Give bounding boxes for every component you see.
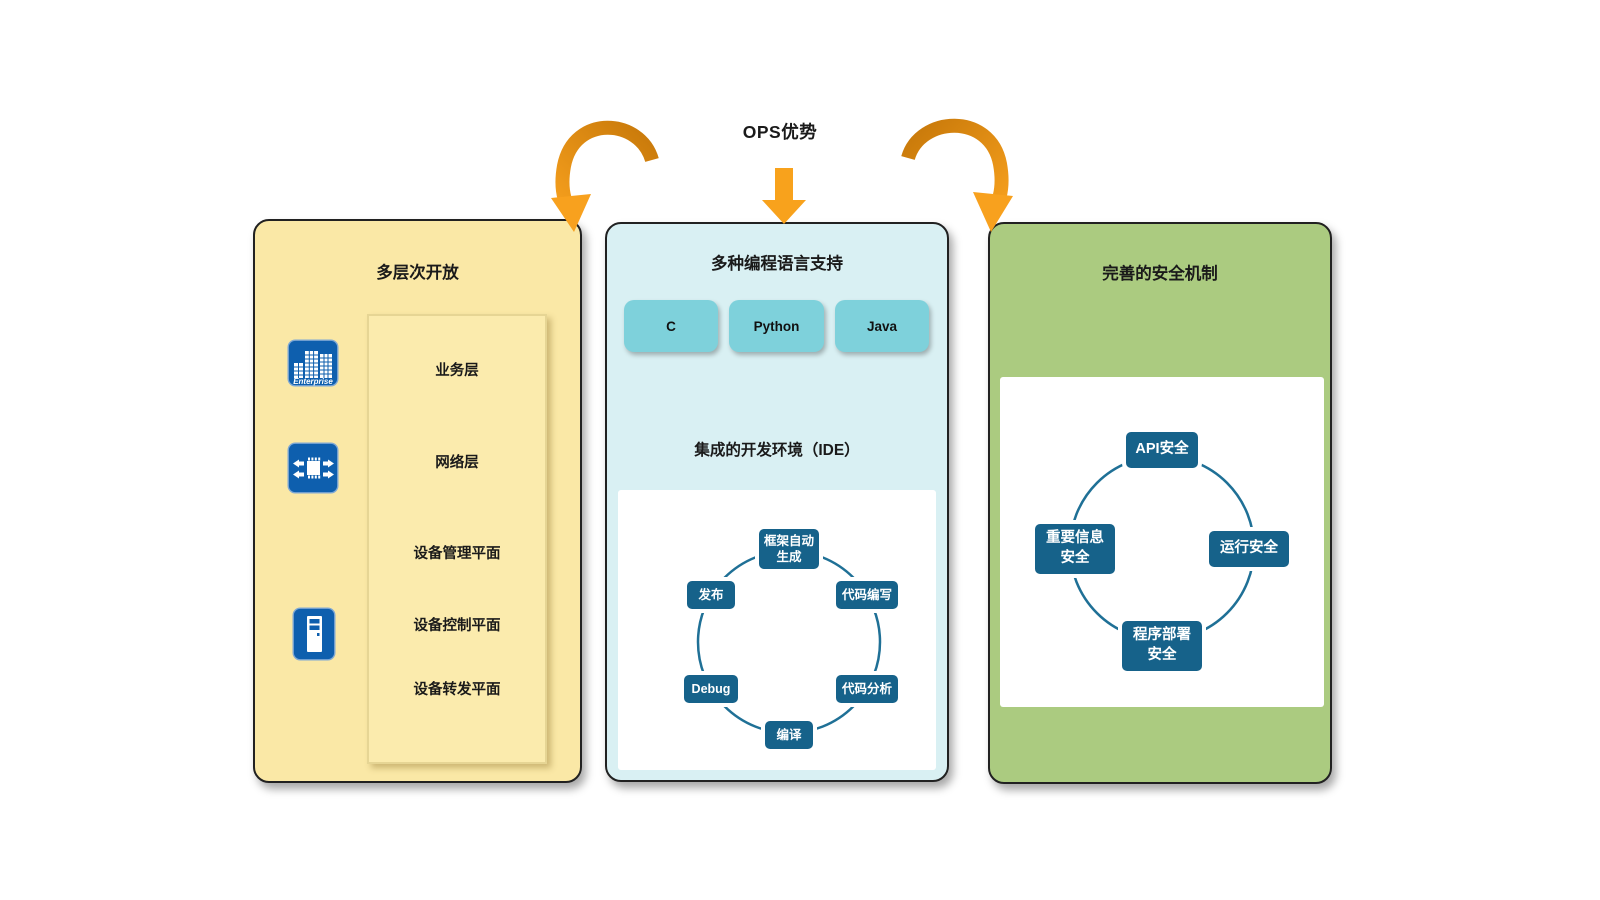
server-icon bbox=[292, 607, 336, 666]
curved-arrow-left-icon bbox=[551, 120, 659, 232]
layer-business: 业务层 bbox=[435, 363, 479, 379]
ide-node-code-analysis: 代码分析 bbox=[832, 671, 902, 707]
panel-open-title: 多层次开放 bbox=[376, 264, 459, 282]
down-arrow-icon bbox=[762, 168, 806, 224]
ide-node-framework-autogen: 框架自动 生成 bbox=[755, 525, 823, 573]
layer-device-management: 设备管理平面 bbox=[413, 546, 501, 562]
security-node-api: API安全 bbox=[1122, 428, 1202, 472]
ide-cycle-area: 框架自动 生成 代码编写 代码分析 编译 Debug 发布 bbox=[618, 490, 936, 770]
ide-node-compile: 编译 bbox=[761, 717, 817, 753]
page-title: OPS优势 bbox=[742, 122, 818, 142]
layer-device-forwarding: 设备转发平面 bbox=[413, 682, 501, 698]
language-button-python: Python bbox=[729, 300, 824, 352]
enterprise-icon: Enterprise bbox=[287, 339, 339, 392]
language-button-c: C bbox=[624, 300, 718, 352]
layer-network: 网络层 bbox=[435, 455, 479, 471]
enterprise-icon-label: Enterprise bbox=[293, 377, 333, 386]
ide-node-publish: 发布 bbox=[683, 577, 739, 613]
chip-icon bbox=[287, 442, 339, 499]
ide-node-code-writing: 代码编写 bbox=[832, 577, 902, 613]
layer-stack-box: 业务层 网络层 设备管理平面 设备控制平面 设备转发平面 bbox=[367, 314, 547, 764]
layer-device-control: 设备控制平面 bbox=[413, 618, 501, 634]
security-cycle-area: API安全 运行安全 程序部署 安全 重要信息 安全 bbox=[1000, 377, 1324, 707]
panel-languages-title: 多种编程语言支持 bbox=[711, 255, 843, 273]
panel-multilevel-openness: 多层次开放 业务层 网络层 设备管理平面 设备控制平面 设备转发平面 bbox=[253, 219, 582, 783]
security-node-key-info: 重要信息 安全 bbox=[1031, 520, 1119, 578]
panel-language-support: 多种编程语言支持 C Python Java 集成的开发环境（IDE） 框架自动… bbox=[605, 222, 949, 782]
ide-node-debug: Debug bbox=[680, 671, 742, 707]
curved-arrow-right-icon bbox=[901, 118, 1013, 232]
language-button-java: Java bbox=[835, 300, 929, 352]
ide-title: 集成的开发环境（IDE） bbox=[694, 442, 860, 459]
security-node-deployment: 程序部署 安全 bbox=[1118, 617, 1206, 675]
panel-security-mechanism: 完善的安全机制 API安全 运行安全 程序部署 安全 重要信息 安全 bbox=[988, 222, 1332, 784]
security-node-runtime: 运行安全 bbox=[1205, 527, 1293, 571]
panel-security-title: 完善的安全机制 bbox=[1102, 265, 1218, 283]
